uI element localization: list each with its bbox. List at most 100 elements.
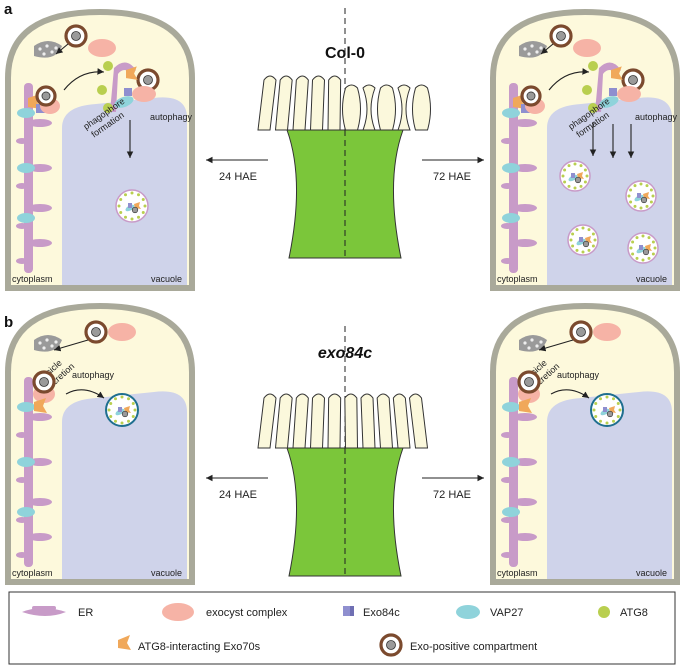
autophagy-arrow bbox=[550, 389, 590, 399]
vesicle-dot bbox=[50, 344, 54, 348]
autophagosome-atg8-dot bbox=[641, 234, 645, 238]
atg8-protein bbox=[103, 103, 113, 113]
autophagosome-atg8-dot bbox=[583, 168, 587, 172]
cargo-compartment bbox=[606, 410, 614, 418]
autophagosome-atg8-dot bbox=[561, 174, 565, 178]
autophagosome-atg8-dot bbox=[605, 421, 609, 425]
stigma-papilla bbox=[342, 84, 361, 131]
er-branch bbox=[16, 552, 28, 558]
stigma-papilla bbox=[360, 393, 376, 449]
cargo-exo84c bbox=[571, 173, 575, 178]
vesicle-dot bbox=[42, 346, 46, 350]
vesicle-dot bbox=[42, 52, 46, 56]
vesicle-dot bbox=[527, 346, 531, 350]
vesicle-dot bbox=[530, 338, 534, 342]
autophagosome-atg8-dot bbox=[563, 168, 567, 172]
vesicle-dot bbox=[45, 44, 49, 48]
autophagosome-atg8-dot bbox=[107, 408, 111, 412]
er-branch bbox=[501, 223, 513, 229]
autophagosome-atg8-dot bbox=[635, 236, 639, 240]
vesicle-dot bbox=[535, 344, 539, 348]
phagophore-membrane bbox=[595, 62, 621, 112]
vap27-protein bbox=[17, 108, 35, 118]
autophagosome-atg8-dot bbox=[616, 415, 620, 418]
er-branch bbox=[16, 477, 28, 483]
cargo-compartment bbox=[640, 196, 648, 204]
autophagosome-atg8-dot bbox=[141, 198, 145, 201]
er-branch bbox=[513, 498, 537, 506]
vap27-protein bbox=[17, 163, 35, 173]
legend-exo84c-shade bbox=[350, 606, 354, 616]
autophagosome-atg8-dot bbox=[591, 232, 595, 236]
autophagosome-atg8-dot bbox=[131, 402, 135, 405]
stigma-papilla bbox=[376, 393, 394, 449]
autophagosome-atg8-dot bbox=[120, 395, 124, 399]
autophagosome-atg8-dot bbox=[575, 248, 579, 252]
autophagosome-atg8-dot bbox=[599, 419, 602, 423]
autophagosome-atg8-dot bbox=[587, 248, 591, 252]
er-branch bbox=[513, 119, 537, 127]
autophagosome-atg8-dot bbox=[124, 193, 127, 197]
exo70-protein bbox=[611, 66, 623, 80]
legend-exocyst-icon bbox=[162, 603, 194, 621]
legend-exo84c-label: Exo84c bbox=[363, 607, 400, 619]
stigma-papilla bbox=[309, 75, 326, 131]
er-branch bbox=[28, 413, 52, 421]
legend-exocyst-label: exocyst complex bbox=[206, 607, 288, 619]
autophagosome-atg8-dot bbox=[629, 246, 633, 250]
er-branch bbox=[28, 533, 52, 541]
autophagosome-atg8-dot bbox=[120, 421, 124, 425]
autophagosome-atg8-dot bbox=[633, 204, 637, 208]
atg8-protein bbox=[103, 61, 113, 71]
atg8-protein bbox=[582, 85, 592, 95]
autophagosome-atg8-dot bbox=[137, 193, 140, 197]
genotype-title-exo84c: exo84c bbox=[318, 345, 372, 362]
autophagy-label: autophagy bbox=[635, 112, 678, 122]
legend-er-icon bbox=[22, 608, 66, 616]
secretion-arrow bbox=[540, 43, 554, 55]
legend-vap27-label: VAP27 bbox=[490, 607, 523, 619]
autophagosome-atg8-dot bbox=[137, 215, 140, 219]
autophagosome-atg8-dot bbox=[631, 240, 635, 244]
exocyst-complex bbox=[88, 39, 116, 57]
stigma-papilla bbox=[292, 75, 309, 131]
cytoplasm-label: cytoplasm bbox=[497, 274, 538, 284]
exo70-protein bbox=[519, 398, 532, 413]
vacuole-label: vacuole bbox=[636, 274, 667, 284]
vap27-phagophore bbox=[114, 96, 134, 108]
autophagosome-atg8-dot bbox=[130, 217, 134, 221]
time-label-24hae: 24 HAE bbox=[219, 171, 257, 183]
er-branch bbox=[501, 258, 513, 264]
autophagy-label: autophagy bbox=[557, 370, 600, 380]
er-branch bbox=[501, 477, 513, 483]
secretion-arrow bbox=[55, 43, 69, 55]
time-label-72hae: 72 HAE bbox=[433, 489, 471, 501]
er-branch bbox=[16, 258, 28, 264]
autophagosome-atg8-dot bbox=[651, 252, 655, 256]
compartment-core bbox=[526, 91, 536, 101]
autophagosome-atg8-dot bbox=[616, 402, 620, 405]
autophagosome-atg8-dot bbox=[593, 238, 597, 242]
cargo-compartment bbox=[131, 206, 139, 214]
vap27-protein bbox=[502, 507, 520, 517]
autophagosome-atg8-dot bbox=[599, 397, 602, 401]
autophagosome-atg8-dot bbox=[649, 188, 653, 192]
legend-compartment-core bbox=[386, 640, 396, 650]
legend-atg8-icon bbox=[598, 606, 610, 618]
cytoplasm-label: cytoplasm bbox=[12, 568, 53, 578]
stigma-papilla bbox=[397, 84, 411, 131]
er-branch bbox=[513, 533, 537, 541]
autophagosome-atg8-dot bbox=[635, 256, 639, 260]
stigma-papilla bbox=[408, 393, 429, 449]
vacuole bbox=[62, 391, 187, 579]
stigma-papilla bbox=[392, 393, 411, 449]
cargo-exo84c bbox=[579, 237, 583, 242]
autophagosome-atg8-dot bbox=[651, 240, 655, 244]
vap27-protein bbox=[17, 457, 35, 467]
